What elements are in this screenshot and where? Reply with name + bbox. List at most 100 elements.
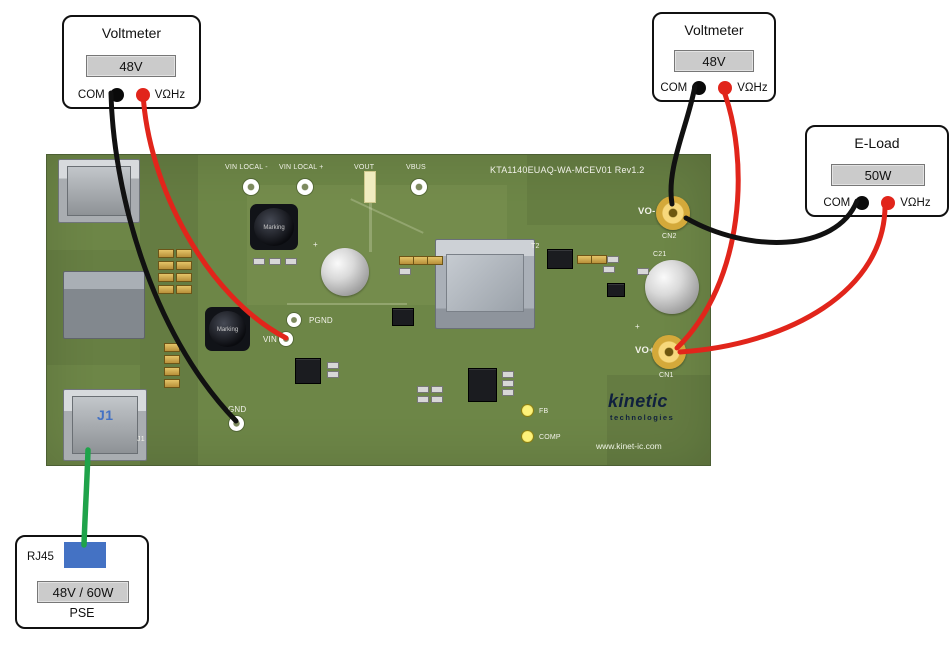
com-terminal <box>855 196 870 210</box>
polarity-plus: + <box>313 240 318 249</box>
kinetic-url: www.kinet-ic.com <box>596 441 662 451</box>
pcb-trace <box>287 303 407 305</box>
j1-connector-label: J1 <box>97 407 114 423</box>
ic-chip <box>607 283 625 297</box>
vout-test-strip <box>364 171 376 203</box>
ic-chip <box>547 249 573 269</box>
capacitor <box>176 261 192 270</box>
resistor <box>417 386 429 393</box>
voltmeter-right-terminals: COM VΩHz <box>654 81 774 95</box>
rj45-shield <box>72 396 138 454</box>
voltmeter-left: Voltmeter 48V COM VΩHz <box>62 15 201 109</box>
fb-testpoint <box>522 405 533 416</box>
pcb-board: J1 J1 T2 Marking Marking C21 + + VIN LOC… <box>47 155 710 465</box>
resistor <box>431 396 443 403</box>
capacitor <box>164 367 180 376</box>
ic-chip <box>392 308 414 326</box>
resistor <box>607 256 619 263</box>
capacitor <box>158 249 174 258</box>
vin-pad <box>279 332 293 346</box>
inductor-marking: Marking <box>263 224 285 231</box>
fb-label: FB <box>539 408 549 415</box>
comp-testpoint <box>522 431 533 442</box>
resistor <box>417 396 429 403</box>
vo-plus-label: VO+ <box>635 345 655 356</box>
resistor <box>637 268 649 275</box>
voltmeter-right-display: 48V <box>674 50 754 72</box>
e-load: E-Load 50W COM VΩHz <box>805 125 949 217</box>
pgnd-label: PGND <box>309 316 333 325</box>
j1-silkscreen-label: J1 <box>137 436 145 443</box>
capacitor <box>158 261 174 270</box>
resistor <box>327 362 339 369</box>
t2-label: T2 <box>531 243 540 250</box>
vo-minus-label: VO- <box>638 206 656 217</box>
com-terminal-label: COM <box>823 197 851 209</box>
voltmeter-left-terminals: COM VΩHz <box>64 88 199 102</box>
voltmeter-left-title: Voltmeter <box>101 25 162 41</box>
vin-local-plus-pad <box>297 179 313 195</box>
resistor <box>502 389 514 396</box>
pse-display: 48V / 60W <box>37 581 129 603</box>
inductor: Marking <box>250 204 298 250</box>
transformer-t2 <box>435 239 535 329</box>
capacitor <box>176 249 192 258</box>
capacitor <box>164 343 180 352</box>
vohz-terminal-label: VΩHz <box>154 89 186 101</box>
e-load-terminals: COM VΩHz <box>807 196 947 210</box>
pse-title: PSE <box>69 606 95 620</box>
resistor <box>603 266 615 273</box>
resistor <box>502 371 514 378</box>
vin-local-plus-label: VIN LOCAL + <box>279 164 324 171</box>
board-title: KTA1140EUAQ-WA-MCEV01 Rev1.2 <box>490 165 645 175</box>
vin-label: VIN <box>263 335 277 344</box>
capacitor <box>158 273 174 282</box>
copper-pour <box>140 155 198 465</box>
voltmeter-left-display: 48V <box>86 55 176 77</box>
capacitor <box>176 273 192 282</box>
gnd-pad <box>229 416 244 431</box>
j1-rj45-connector <box>63 389 147 461</box>
copper-pour <box>607 375 710 465</box>
voltmeter-right: Voltmeter 48V COM VΩHz <box>652 12 776 102</box>
kinetic-logo: kinetic <box>608 391 668 411</box>
inductor-marking: Marking <box>216 326 239 333</box>
vo-minus-pad <box>656 196 690 230</box>
capacitor <box>176 285 192 294</box>
capacitor <box>158 285 174 294</box>
pcb-trace <box>369 202 372 252</box>
capacitor <box>591 255 607 264</box>
polarity-plus: + <box>635 322 640 331</box>
transformer-core <box>446 254 524 312</box>
resistor <box>431 386 443 393</box>
rj45-port <box>64 542 106 568</box>
capacitor <box>164 355 180 364</box>
inductor: Marking <box>205 307 250 351</box>
com-terminal-label: COM <box>660 82 688 94</box>
ic-chip <box>295 358 321 384</box>
resistor <box>269 258 281 265</box>
electrolytic-capacitor-c21 <box>645 260 699 314</box>
e-load-display: 50W <box>831 164 925 186</box>
vohz-terminal <box>135 88 150 102</box>
vbus-pad <box>411 179 427 195</box>
resistor <box>327 371 339 378</box>
capacitor <box>164 379 180 388</box>
gnd-label: GND <box>228 405 247 414</box>
kinetic-logo-sub: technologies <box>610 413 675 422</box>
electrolytic-capacitor <box>321 248 369 296</box>
pgnd-pad <box>287 313 301 327</box>
rj45-label: RJ45 <box>27 551 54 563</box>
vo-plus-pad <box>652 335 686 369</box>
rj45-shield <box>67 166 131 216</box>
voltmeter-right-title: Voltmeter <box>684 22 744 38</box>
vout-label: VOUT <box>354 164 375 171</box>
vohz-terminal <box>718 81 733 95</box>
vohz-terminal-label: VΩHz <box>737 82 768 94</box>
comp-label: COMP <box>539 434 561 441</box>
com-terminal-label: COM <box>77 89 105 101</box>
wire-red-eload-to-vo-plus <box>677 198 888 355</box>
resistor <box>253 258 265 265</box>
com-terminal <box>692 81 707 95</box>
cn1-label: CN1 <box>659 372 674 379</box>
